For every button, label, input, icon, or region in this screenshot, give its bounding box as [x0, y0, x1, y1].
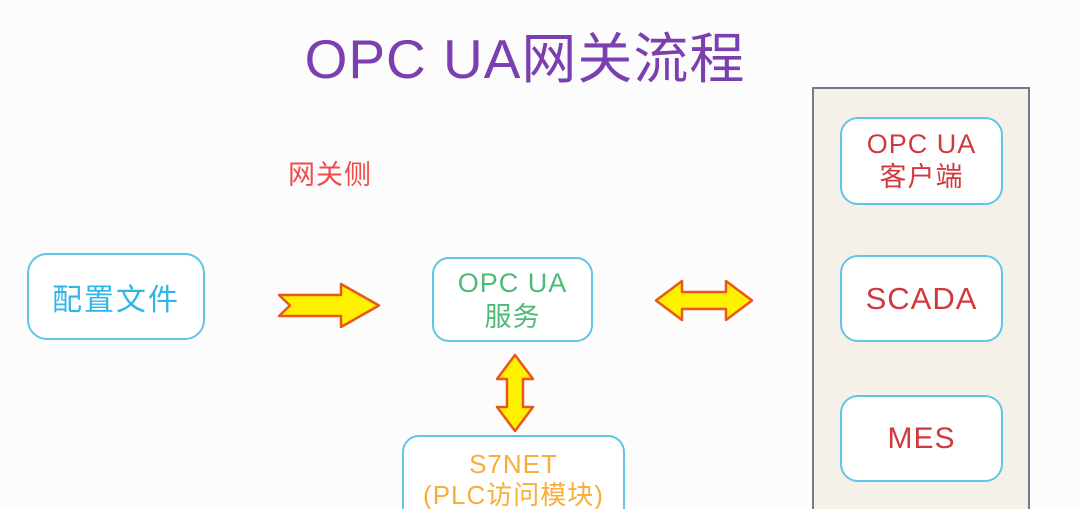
right-block-arrow-icon [277, 282, 381, 329]
node-config-file-label: 配置文件 [52, 283, 180, 317]
client-panel: OPC UA 客户端 SCADA MES [812, 87, 1030, 509]
node-opcua-service-line1: OPC UA [457, 267, 568, 298]
double-arrow-vertical-icon [495, 353, 535, 433]
node-opcua-service: OPC UA 服务 [432, 257, 593, 342]
node-opcua-service-line2: 服务 [484, 301, 541, 332]
node-opcua-client-line1: OPC UA [866, 129, 977, 159]
node-config-file: 配置文件 [27, 253, 205, 340]
node-scada: SCADA [840, 255, 1003, 342]
double-arrow-horizontal-icon [654, 279, 754, 322]
gateway-side-label: 网关侧 [288, 160, 372, 190]
node-mes-label: MES [887, 421, 956, 455]
node-s7net: S7NET (PLC访问模块) [402, 435, 625, 509]
node-mes: MES [840, 395, 1003, 482]
diagram-title: OPC UA网关流程 [304, 28, 746, 90]
node-s7net-line1: S7NET [469, 449, 558, 479]
node-s7net-line2: (PLC访问模块) [423, 480, 604, 509]
node-opcua-client-line2: 客户端 [879, 162, 964, 192]
node-scada-label: SCADA [865, 280, 978, 316]
node-opcua-client: OPC UA 客户端 [840, 117, 1003, 205]
